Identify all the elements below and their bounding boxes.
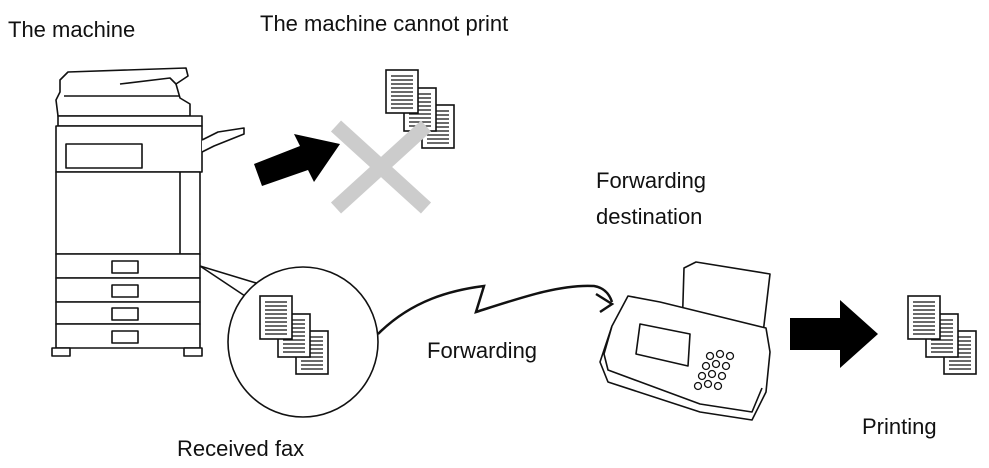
document-stack-icon xyxy=(908,296,976,374)
machine-label: The machine xyxy=(8,17,136,42)
received-fax-callout xyxy=(199,265,379,418)
forwarding-destination-label-line2: destination xyxy=(596,204,703,229)
x-mark-icon xyxy=(330,120,432,214)
forwarding-line xyxy=(377,284,614,335)
forwarding-destination-label-line1: Forwarding xyxy=(596,168,707,193)
right-arrow-icon xyxy=(254,134,340,186)
copier-machine-icon xyxy=(51,67,245,357)
printing-label: Printing xyxy=(862,414,937,439)
fax-machine-icon xyxy=(599,261,771,421)
forwarding-label: Forwarding xyxy=(427,338,538,363)
right-arrow-icon xyxy=(790,300,878,368)
received-fax-label: Received fax xyxy=(177,436,305,461)
cannot-print-label: The machine cannot print xyxy=(260,11,509,36)
